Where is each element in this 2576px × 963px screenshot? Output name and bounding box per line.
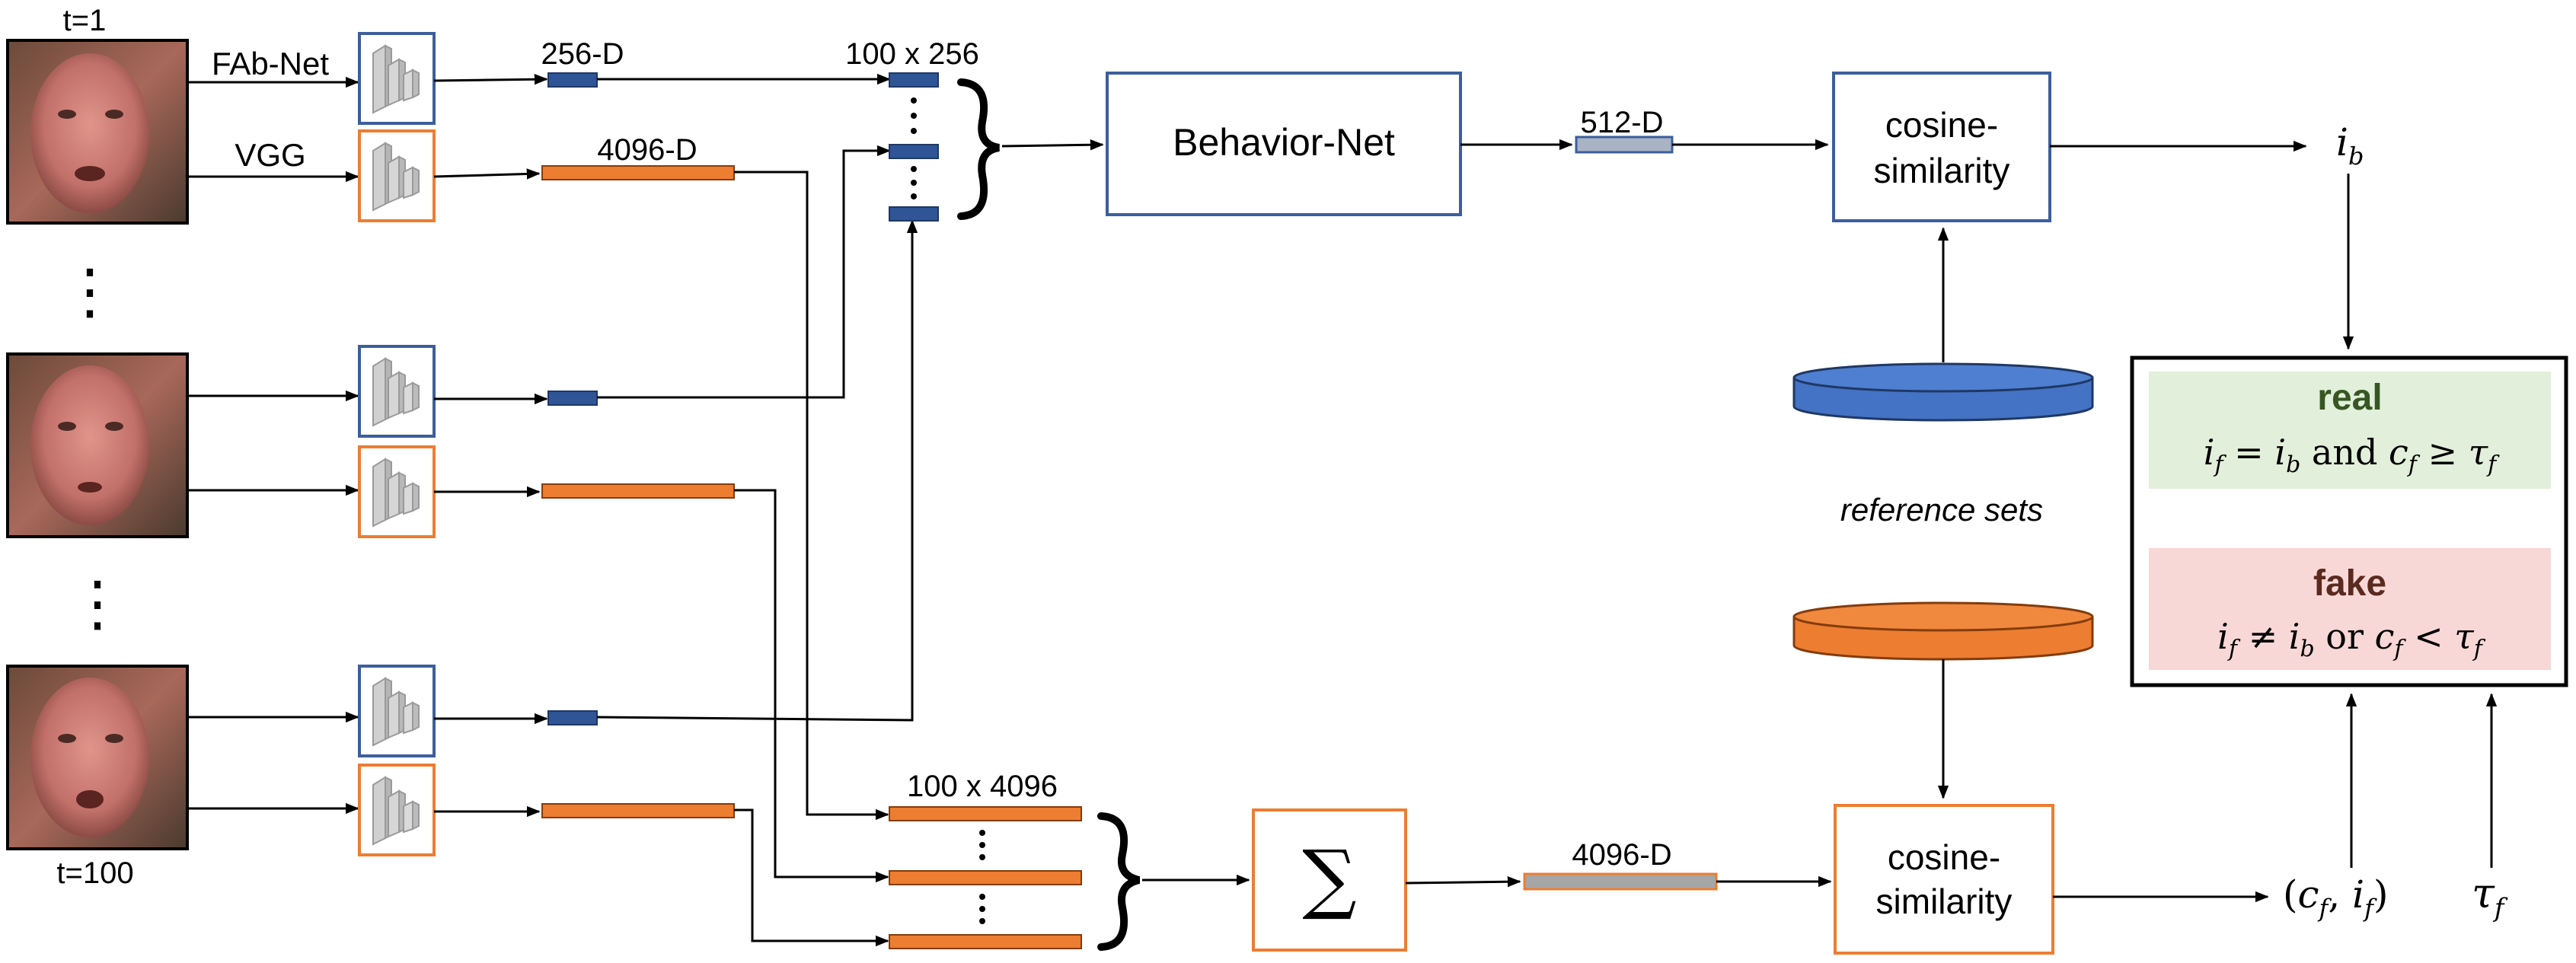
cnn-network-icon-fabnet-3 [358,665,436,757]
vgg-routing-lines [734,171,889,947]
behavior-embedding-vector [1575,136,1674,154]
vgg-label: VGG [235,137,305,173]
fake-title: fake [2313,563,2386,604]
cnn-network-icon-vgg-1 [358,129,436,222]
cosine-bottom-line2: similarity [1876,882,2013,921]
ellipsis-frames-1: ⋮ [59,257,120,325]
fabnet-stack-label: 100 x 256 [845,37,979,71]
reference-sets-label: reference sets [1840,492,2043,528]
sum-to-vector-arrow [1405,876,1521,888]
sum-box: ∑ [1252,808,1407,952]
cnn-network-icon-fabnet-2 [358,345,436,438]
cosine-top-line1: cosine- [1885,105,1998,145]
frame-label-t100: t=100 [56,856,133,890]
brace-to-behavior-arrow [1001,139,1104,151]
cosine-similarity-bottom-box: cosine- similarity [1834,804,2054,955]
vgg-stack [889,806,1082,949]
sum-output-vector [1523,872,1718,891]
cnn-network-icon-fabnet-1 [358,32,436,125]
real-title: real [2317,378,2382,418]
real-panel [2149,371,2551,489]
vgg-stack-brace [1097,812,1141,951]
fabnet-routing-lines [596,73,918,722]
fabnet-label: FAb-Net [212,46,329,81]
fabnet-stack-dots [911,97,917,199]
fabnet-dim-label: 256-D [541,37,624,71]
vgg-dim-label: 4096-D [597,133,697,167]
decision-box: real if = ib and cf ≥ τf fake if ≠ ib or… [2130,356,2568,687]
fabnet-feature-vectors [547,72,598,725]
ellipsis-frames-2: ⋮ [67,569,128,637]
frame-to-network-arrows [187,76,359,815]
behavior-dim-label: 512-D [1581,106,1664,139]
face-frame-middle [6,352,189,538]
fake-panel [2149,548,2551,670]
face-frame-t100 [6,665,189,850]
cnn-network-icon-vgg-3 [358,764,436,856]
fabnet-stack [889,72,939,222]
behavior-net-label: Behavior-Net [1173,121,1395,164]
cnn-network-icon-vgg-2 [358,445,436,538]
cosine-similarity-top-box: cosine- similarity [1832,72,2051,222]
fake-rule: if ≠ ib or cf < τf [2217,616,2486,662]
behavior-net-box: Behavior-Net [1106,72,1462,216]
cosine-top-line2: similarity [1874,151,2010,190]
frame-label-t1: t=1 [63,4,107,37]
sum-dim-label: 4096-D [1572,838,1671,872]
vgg-stack-label: 100 x 4096 [907,770,1058,803]
output-cf-if: (cf, if) [2283,872,2389,923]
fabnet-stack-brace [957,78,1001,220]
network-to-feature-arrows [433,74,548,818]
vgg-stack-dots [979,830,985,924]
output-ib: ib [2336,120,2364,171]
cosine-bottom-line1: cosine- [1888,837,2000,877]
reference-db-orange [1792,601,2094,661]
real-rule: if = ib and cf ≥ τf [2204,432,2500,478]
sum-symbol: ∑ [1302,834,1356,923]
face-frame-t1 [6,39,189,225]
reference-db-blue [1792,362,2094,422]
output-tau-f: τf [2472,869,2508,923]
